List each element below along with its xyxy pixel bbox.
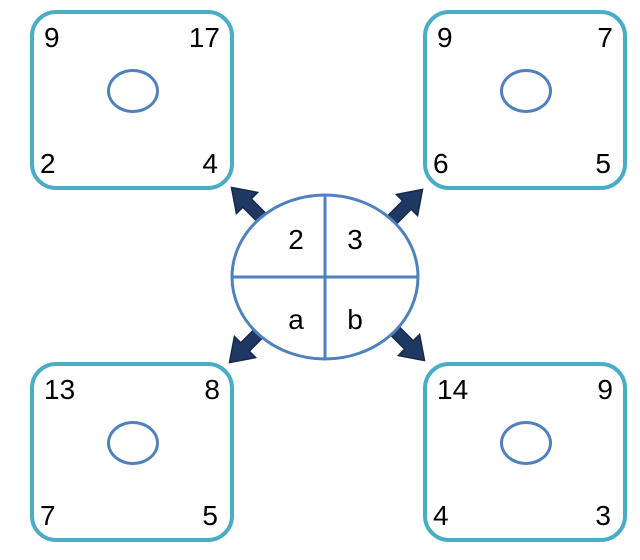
card-value-bottom-left: 4: [433, 500, 449, 531]
card-value-top-left: 14: [437, 374, 469, 405]
card-value-top-right: 8: [204, 374, 220, 405]
card-value-top-right: 7: [597, 22, 613, 53]
card-circle: [500, 69, 552, 113]
card-value-bottom-right: 4: [202, 148, 218, 179]
center-value-bottom-right: b: [347, 304, 363, 335]
center-value-top-left: 2: [288, 224, 304, 255]
card-circle: [107, 69, 159, 113]
card-bottom-left: 13 8 7 5: [30, 362, 234, 542]
center-value-top-right: 3: [347, 224, 363, 255]
card-top-left: 9 17 2 4: [30, 10, 234, 190]
card-circle: [107, 421, 159, 465]
card-value-top-left: 9: [44, 22, 60, 53]
center-value-bottom-left: a: [288, 304, 304, 335]
card-value-top-left: 13: [44, 374, 76, 405]
card-top-right: 9 7 6 5: [423, 10, 627, 190]
card-bottom-right: 14 9 4 3: [423, 362, 627, 542]
card-value-top-right: 17: [188, 22, 220, 53]
card-value-bottom-right: 3: [595, 500, 611, 531]
card-value-bottom-left: 2: [40, 148, 56, 179]
card-value-top-right: 9: [597, 374, 613, 405]
card-circle: [500, 421, 552, 465]
card-value-top-left: 9: [437, 22, 453, 53]
card-value-bottom-left: 6: [433, 148, 449, 179]
card-value-bottom-right: 5: [202, 500, 218, 531]
card-value-bottom-left: 7: [40, 500, 56, 531]
card-value-bottom-right: 5: [595, 148, 611, 179]
